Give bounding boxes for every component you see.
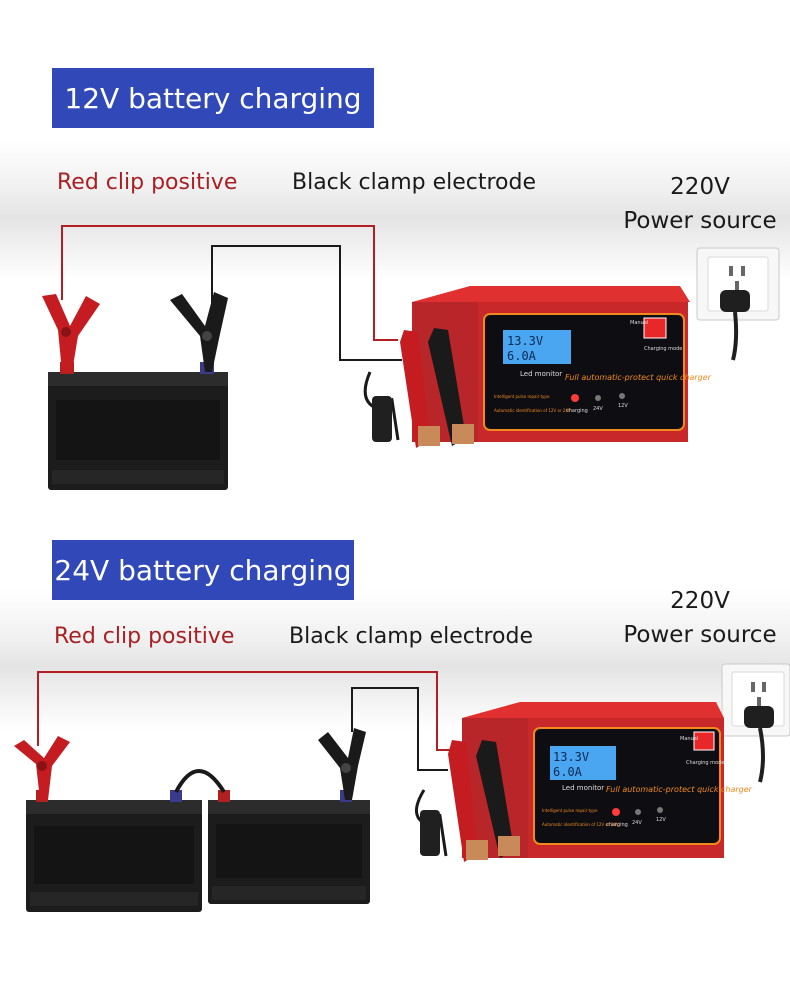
battery-icon — [26, 790, 202, 912]
panel-24v: 24V battery charging Red clip positive B… — [0, 500, 790, 989]
jumper-cable — [174, 769, 226, 794]
red-wire — [61, 225, 398, 341]
indicator-light — [657, 807, 663, 813]
power-voltage: 220V — [670, 174, 730, 200]
panel-title: 24V battery charging — [52, 540, 354, 600]
indicator-light — [619, 393, 625, 399]
battery-icon — [48, 362, 228, 490]
manual-label: Manual — [680, 736, 698, 742]
lcd-voltage: 13.3V — [553, 750, 589, 764]
panel-title: 12V battery charging — [52, 68, 374, 128]
indicator-light — [595, 395, 601, 401]
charger-unit: 13.3V 6.0A Led monitor Full automatic-pr… — [415, 702, 753, 862]
lcd-voltage: 13.3V — [507, 334, 543, 348]
wiring-diagram-12v: 13.3V 6.0A Led monitor Full automatic-pr… — [42, 225, 780, 490]
lcd-caption: Led monitor — [520, 370, 562, 378]
black-clamp-label: Black clamp electrode — [292, 170, 537, 195]
indicator-label: charging — [566, 408, 588, 414]
feature-line: Automatic identification of 12V or 24V — [542, 822, 619, 827]
feature-line: Intelligent pulse repair type — [494, 394, 550, 399]
black-clip-icon — [476, 740, 514, 858]
indicator-label: 12V — [618, 403, 628, 409]
power-source-label: 220V Power source — [612, 584, 788, 652]
switch-caption: Charging mode — [686, 760, 724, 766]
black-clip-icon — [318, 728, 366, 800]
indicator-label: charging — [606, 822, 628, 828]
wall-outlet-icon — [721, 663, 790, 783]
red-clip-icon — [448, 740, 478, 862]
black-clip-icon — [170, 292, 228, 372]
power-plug-icon — [372, 396, 392, 442]
red-clip-icon — [400, 330, 430, 448]
brand-text: Full automatic-protect quick charger — [606, 785, 753, 794]
feature-line: Automatic identification of 12V or 24V — [494, 408, 571, 413]
red-wire — [37, 671, 452, 751]
indicator-light — [571, 394, 579, 402]
manual-label: Manual — [630, 320, 648, 326]
feature-line: Intelligent pulse repair type — [542, 808, 598, 813]
indicator-label: 12V — [656, 817, 666, 823]
power-plug-icon — [420, 810, 440, 856]
switch-caption: Charging mode — [644, 346, 682, 352]
wall-outlet-icon — [696, 247, 780, 361]
power-caption: Power source — [623, 208, 777, 234]
panel-12v: 12V battery charging Red clip positive B… — [0, 68, 790, 490]
black-clip-icon — [428, 328, 466, 446]
brand-text: Full automatic-protect quick charger — [565, 373, 712, 382]
lcd-current: 6.0A — [507, 349, 537, 363]
power-caption: Power source — [623, 622, 777, 648]
indicator-label: 24V — [632, 820, 642, 826]
battery-icon — [208, 790, 370, 904]
black-wire — [351, 687, 448, 771]
indicator-label: 24V — [593, 406, 603, 412]
charger-unit: 13.3V 6.0A Led monitor Full automatic-pr… — [363, 286, 712, 448]
power-source-label: 220V Power source — [612, 170, 788, 238]
background-band — [0, 140, 790, 280]
red-clip-icon — [42, 294, 100, 372]
red-clip-icon — [14, 736, 70, 800]
power-voltage: 220V — [670, 588, 730, 614]
red-clip-label: Red clip positive — [54, 624, 235, 649]
black-wire — [211, 245, 402, 361]
lcd-current: 6.0A — [553, 765, 583, 779]
wiring-diagram-24v: 13.3V 6.0A Led monitor Full automatic-pr… — [14, 663, 790, 912]
black-clamp-label: Black clamp electrode — [289, 624, 534, 649]
indicator-light — [635, 809, 641, 815]
lcd-caption: Led monitor — [562, 784, 604, 792]
indicator-light — [612, 808, 620, 816]
red-clip-label: Red clip positive — [57, 170, 238, 195]
